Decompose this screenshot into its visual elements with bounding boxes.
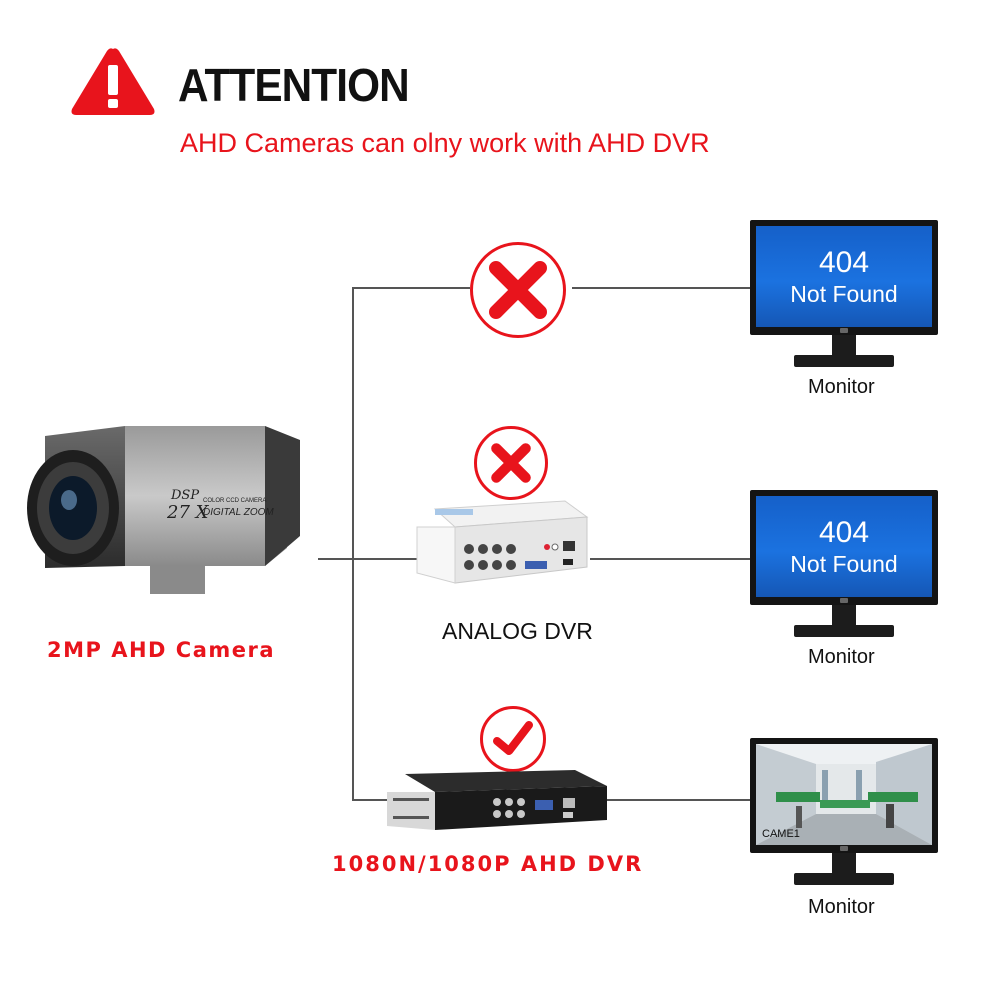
ahd-camera-image: DSP 27 X COLOR CCD CAMERA DIGITAL ZOOM — [15, 418, 315, 598]
camera-dsp-text: DSP — [171, 488, 200, 503]
monitor-screen: 404 Not Found — [756, 226, 932, 327]
camera-ccd-text: COLOR CCD CAMERA — [203, 498, 267, 504]
error-code: 404 — [818, 515, 870, 549]
wire-vertical — [352, 287, 354, 800]
monitor-screen: 404 Not Found — [756, 496, 932, 597]
error-message: Not Found — [790, 280, 898, 307]
ahd-dvr-label: 1080N/1080P AHD DVR — [332, 852, 644, 876]
analog-dvr-image — [415, 497, 590, 587]
attention-subtitle: AHD Cameras can olny work with AHD DVR — [180, 128, 710, 158]
camera-channel-label: CAME1 — [762, 828, 800, 840]
wire-analog-monitor — [590, 558, 752, 560]
red-x-icon — [474, 426, 548, 500]
wire-bottom-left — [352, 799, 392, 801]
warning-triangle-icon — [71, 48, 155, 116]
wire-top-right — [572, 287, 752, 289]
camera-digital-zoom-text: DIGITAL ZOOM — [203, 507, 274, 518]
camera-zoom-text: 27 X — [167, 502, 209, 523]
analog-dvr-label: ANALOG DVR — [442, 618, 593, 644]
wire-camera — [318, 558, 418, 560]
monitor-1: 404 Not Found — [750, 220, 938, 370]
camera-feed-screen: CAME1 — [756, 744, 932, 845]
error-code: 404 — [818, 245, 870, 279]
red-x-icon — [470, 242, 566, 338]
monitor-label: Monitor — [808, 376, 875, 398]
red-check-icon — [480, 706, 546, 772]
wire-ahd-monitor — [605, 799, 752, 801]
error-message: Not Found — [790, 550, 898, 577]
monitor-label: Monitor — [808, 646, 875, 668]
monitor-2: 404 Not Found — [750, 490, 938, 640]
monitor-3: CAME1 — [750, 738, 938, 888]
wire-top-left — [352, 287, 470, 289]
ahd-dvr-image — [385, 768, 610, 840]
attention-title: ATTENTION — [178, 59, 410, 111]
monitor-label: Monitor — [808, 896, 875, 918]
camera-label: 2MP AHD Camera — [47, 638, 276, 662]
